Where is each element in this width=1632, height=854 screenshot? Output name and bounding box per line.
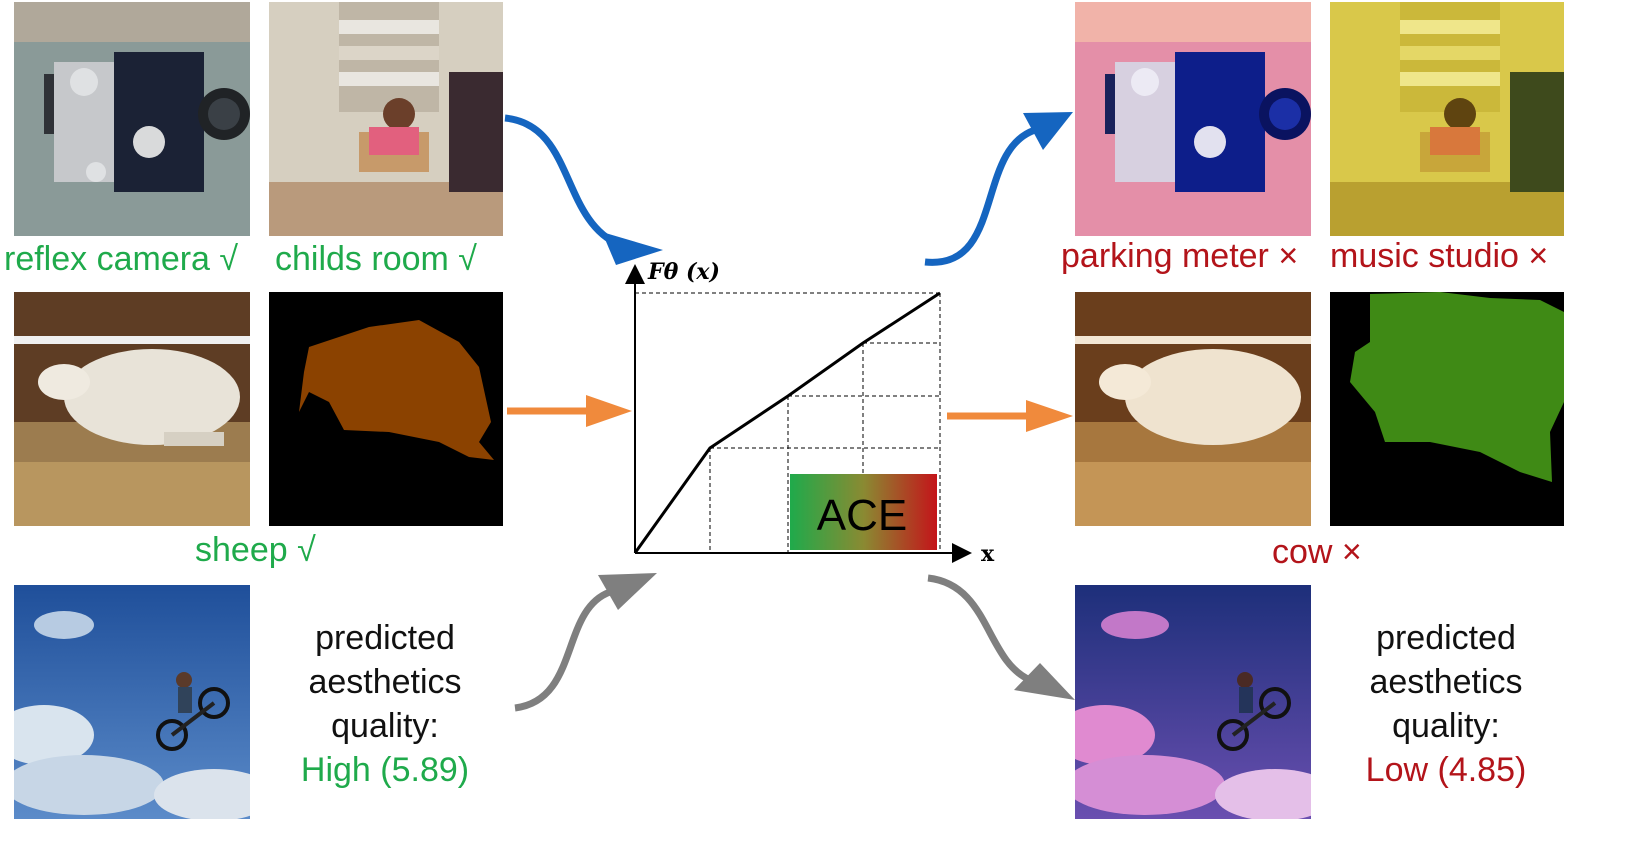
orange-arrow-in xyxy=(507,395,632,427)
quality-line: quality: xyxy=(331,707,439,745)
childs-room-image xyxy=(269,2,503,236)
sheep-mask-image xyxy=(269,292,503,526)
reflex-camera-image xyxy=(14,2,250,236)
quality-verdict: Low (4.85) xyxy=(1365,751,1527,789)
quality-line: predicted xyxy=(1376,619,1516,657)
quality-verdict: High (5.89) xyxy=(300,751,470,789)
childs-room-enhanced-image xyxy=(1330,2,1564,236)
sheep-image xyxy=(14,292,250,526)
y-axis-label: Fθ (x) xyxy=(647,259,720,285)
cow-mask-image xyxy=(1330,292,1564,526)
quality-line: aesthetics xyxy=(308,663,462,701)
label-reflex-camera: reflex camera √ xyxy=(4,240,239,278)
label-sheep: sheep √ xyxy=(195,531,316,569)
label-parking-meter: parking meter × xyxy=(1061,237,1299,275)
orange-arrow-out xyxy=(947,400,1073,432)
blue-arrow-out xyxy=(924,112,1073,266)
sheep-enhanced-image xyxy=(1075,292,1311,526)
reflex-camera-enhanced-image xyxy=(1075,2,1311,236)
bmx-enhanced-image xyxy=(1075,585,1311,819)
quality-line: quality: xyxy=(1392,707,1500,745)
label-cow: cow × xyxy=(1272,533,1362,571)
blue-arrow-in xyxy=(504,114,663,265)
label-childs-room: childs room √ xyxy=(275,240,477,278)
label-music-studio: music studio × xyxy=(1330,237,1549,275)
x-axis-label: x xyxy=(981,541,995,567)
gray-arrow-out xyxy=(927,574,1075,700)
right-quality-block: predicted aesthetics quality: Low (4.85) xyxy=(1331,616,1561,792)
left-quality-block: predicted aesthetics quality: High (5.89… xyxy=(270,616,500,792)
ace-label: ACE xyxy=(817,491,907,540)
piecewise-curve xyxy=(633,291,941,554)
ace-box xyxy=(790,474,937,550)
quality-line: predicted xyxy=(315,619,455,657)
bmx-image xyxy=(14,585,250,819)
quality-line: aesthetics xyxy=(1369,663,1523,701)
gray-arrow-in xyxy=(514,573,657,712)
